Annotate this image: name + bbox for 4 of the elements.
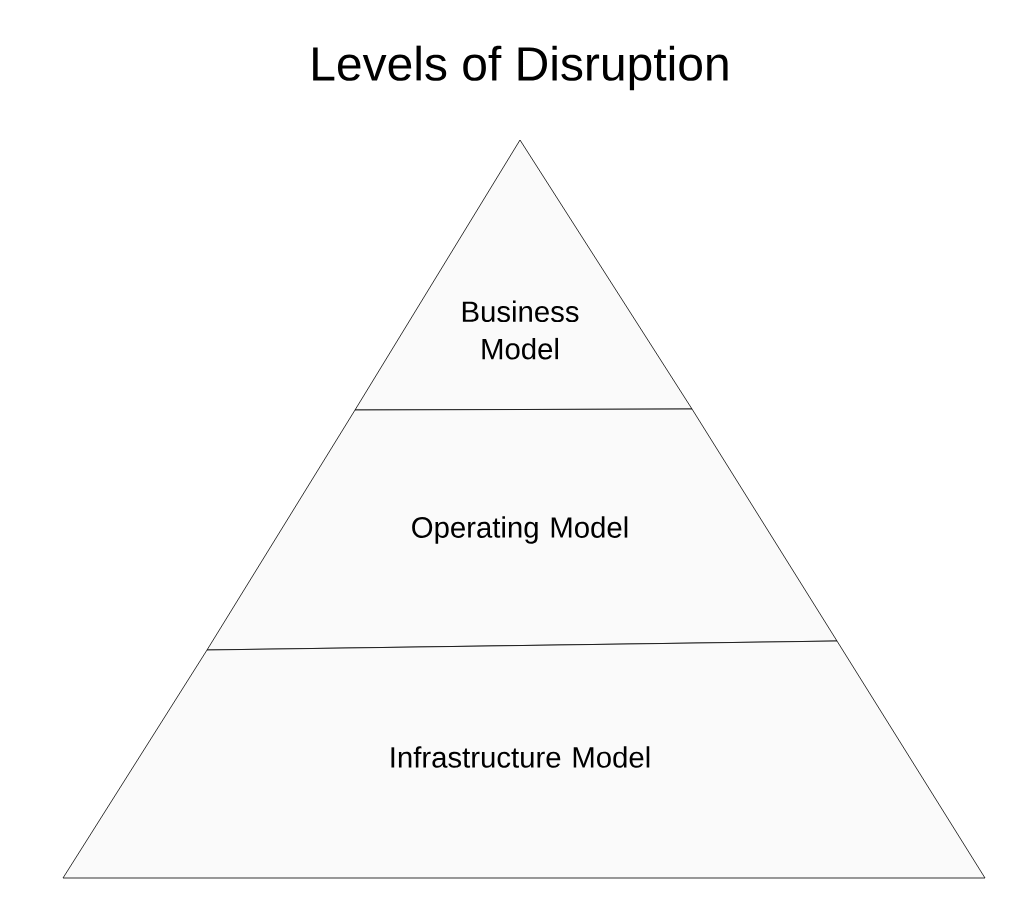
pyramid-level: Infrastructure Model: [62, 640, 986, 879]
pyramid-level: Business Model: [354, 139, 693, 411]
title: Levels of Disruption: [313, 45, 728, 91]
pyramid-level: Operating Model: [206, 408, 838, 651]
